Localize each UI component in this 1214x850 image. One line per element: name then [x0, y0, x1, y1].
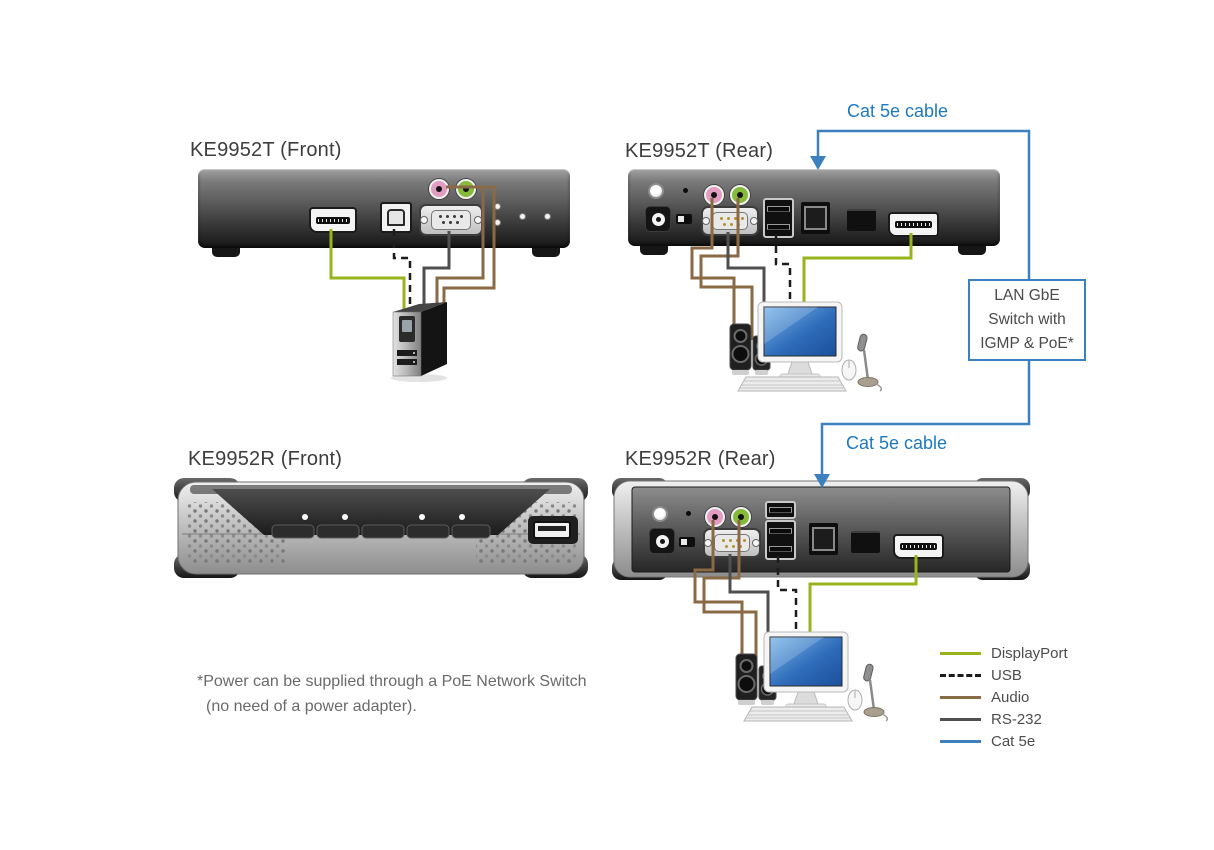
footnote-line1: *Power can be supplied through a PoE Net… — [197, 673, 587, 690]
lan-switch-line3: IGMP & PoE* — [980, 335, 1074, 352]
rs232-line-swatch — [940, 717, 981, 721]
audio-out-jack — [730, 185, 750, 205]
rj45-lan-port — [801, 202, 830, 234]
mouse-icon — [841, 359, 857, 381]
title-ke9952t-rear: KE9952T (Rear) — [625, 140, 774, 162]
device-foot — [640, 246, 668, 255]
legend-label: RS-232 — [991, 710, 1042, 728]
power-jack — [649, 528, 675, 554]
workstation-icon — [728, 628, 889, 724]
led-indicator — [519, 213, 526, 220]
rs232-serial-port — [701, 206, 759, 236]
legend-item-audio: Audio — [940, 686, 1068, 708]
mouse-icon — [847, 689, 863, 711]
cable-legend: DisplayPort USB Audio RS-232 Cat 5e — [940, 642, 1068, 752]
usb-host-port — [533, 521, 571, 539]
usb-ports — [765, 520, 796, 560]
rs232-serial-port — [703, 528, 761, 558]
mic-jack — [705, 507, 725, 527]
legend-label: USB — [991, 666, 1022, 684]
workstation-icon — [722, 298, 883, 394]
title-ke9952r-front: KE9952R (Front) — [188, 448, 343, 470]
lan-switch-line2: Switch with — [988, 311, 1066, 328]
sfp-port — [847, 209, 876, 231]
displayport-port — [309, 207, 357, 233]
legend-label: DisplayPort — [991, 644, 1068, 662]
usb-port — [765, 501, 796, 519]
title-ke9952t-front: KE9952T (Front) — [190, 139, 342, 161]
power-footnote: *Power can be supplied through a PoE Net… — [197, 669, 587, 719]
audio-out-jack — [731, 507, 751, 527]
device-ke9952t-rear — [628, 169, 1000, 255]
power-switch — [676, 214, 692, 224]
reset-pinhole — [686, 511, 691, 516]
device-foot — [958, 246, 986, 255]
legend-label: Audio — [991, 688, 1030, 706]
usb-b-port — [380, 202, 412, 233]
displayport-port — [888, 212, 939, 237]
legend-label: Cat 5e — [991, 732, 1036, 750]
keyboard-icon — [737, 376, 847, 392]
audio-line-swatch — [940, 695, 981, 699]
cat5e-line-swatch — [940, 739, 981, 743]
footnote-line2: (no need of a power adapter). — [206, 698, 417, 715]
microphone-icon — [857, 333, 883, 392]
usb-line-swatch — [940, 673, 981, 677]
led-indicator — [544, 213, 551, 220]
monitor-icon — [763, 631, 849, 710]
panel-buttons — [271, 524, 491, 539]
device-body — [174, 478, 588, 578]
rj45-lan-port — [809, 523, 838, 555]
lan-switch-box: LAN GbE Switch with IGMP & PoE* — [968, 279, 1086, 361]
device-ke9952t-front — [198, 169, 570, 257]
arrowhead-down — [810, 156, 826, 170]
power-led — [648, 183, 664, 199]
device-foot — [532, 248, 560, 257]
legend-item-usb: USB — [940, 664, 1068, 686]
device-foot — [212, 248, 240, 257]
mic-jack — [704, 185, 724, 205]
power-jack — [645, 206, 671, 232]
led-indicator — [494, 203, 501, 210]
usb-ports — [763, 198, 794, 238]
power-led — [652, 506, 668, 522]
power-switch — [679, 537, 695, 547]
legend-item-displayport: DisplayPort — [940, 642, 1068, 664]
displayport-port — [893, 534, 944, 559]
rs232-serial-port — [419, 204, 483, 236]
monitor-icon — [757, 301, 843, 380]
sfp-port — [851, 531, 880, 553]
legend-item-rs232: RS-232 — [940, 708, 1068, 730]
legend-item-cat5e: Cat 5e — [940, 730, 1068, 752]
reset-pinhole — [683, 188, 688, 193]
microphone-icon — [863, 663, 889, 722]
cat5e-cable-label-bottom: Cat 5e cable — [846, 433, 948, 453]
tower-pc-icon — [389, 298, 451, 382]
title-ke9952r-rear: KE9952R (Rear) — [625, 448, 776, 470]
mic-jack — [429, 179, 449, 199]
displayport-line-swatch — [940, 651, 981, 655]
audio-out-jack — [456, 179, 476, 199]
device-ke9952r-rear — [612, 478, 1030, 580]
led-indicator — [494, 219, 501, 226]
device-ke9952r-front — [170, 478, 592, 578]
keyboard-icon — [743, 706, 853, 722]
cat5e-cable-label-top: Cat 5e cable — [847, 101, 949, 121]
lan-switch-line1: LAN GbE — [994, 287, 1060, 304]
